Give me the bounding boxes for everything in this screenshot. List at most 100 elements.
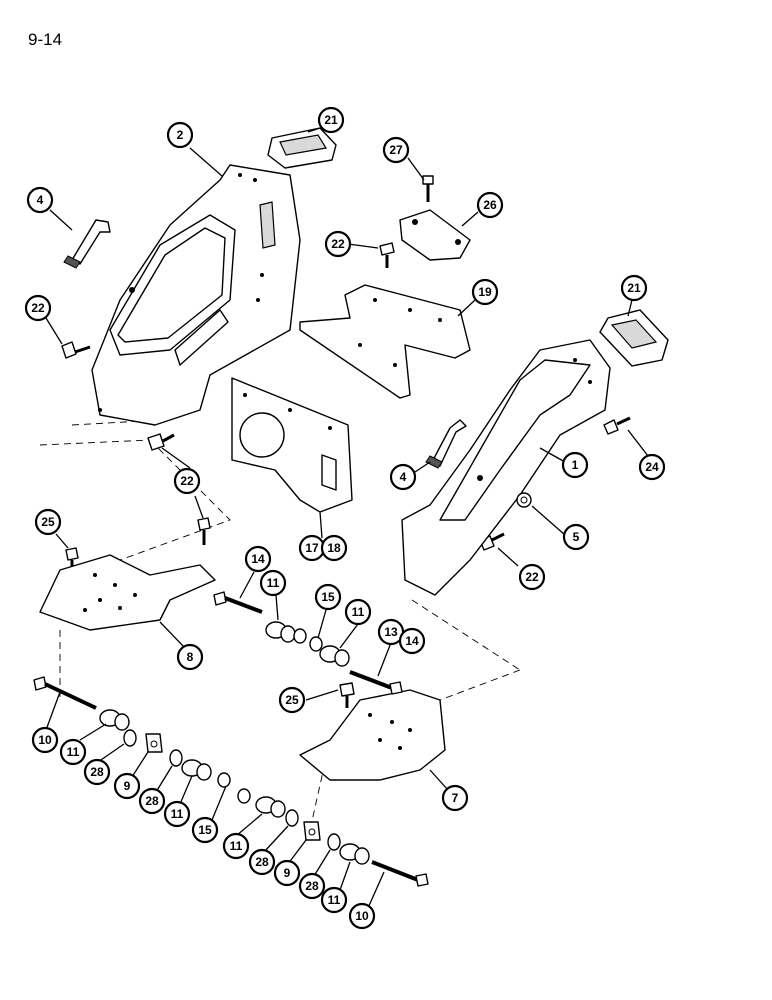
callout: 24: [638, 453, 666, 481]
svg-text:14: 14: [251, 552, 265, 566]
step-plate-part-7: [299, 689, 446, 781]
callout: 19: [471, 278, 499, 306]
callouts: 2 21 27 26 4 22 22 19 21 24 4 1 22 5 25 …: [24, 106, 666, 930]
svg-text:28: 28: [255, 855, 269, 869]
callout: 11: [320, 886, 348, 914]
callout: 22: [173, 467, 201, 495]
callout: 18: [320, 534, 348, 562]
svg-text:9: 9: [124, 779, 131, 793]
seal-part-21-left: [267, 127, 337, 169]
step-plate-part-8: [39, 554, 216, 631]
svg-text:2: 2: [177, 128, 184, 142]
seal-part-21-right: [599, 309, 669, 367]
svg-text:25: 25: [285, 693, 299, 707]
callout: 22: [324, 230, 352, 258]
callout: 10: [31, 726, 59, 754]
screw-part-24: [603, 416, 631, 435]
svg-text:7: 7: [452, 791, 459, 805]
long-bolt-part-10-left: [33, 676, 97, 710]
callout: 10: [348, 902, 376, 930]
bushing-part-11-e: [255, 796, 286, 818]
leader-lines: [45, 127, 649, 909]
screw-part-25-a: [65, 547, 79, 570]
washer-part-15-a: [293, 628, 323, 652]
callout: 14: [244, 545, 272, 573]
bushing-part-11-b: [319, 645, 350, 667]
svg-text:10: 10: [355, 909, 369, 923]
bolt-part-22-b: [61, 341, 91, 359]
svg-text:15: 15: [321, 590, 335, 604]
callout: 11: [259, 569, 287, 597]
callout: 1: [561, 451, 589, 479]
callout: 15: [191, 816, 219, 844]
svg-text:10: 10: [38, 733, 52, 747]
callout: 8: [176, 643, 204, 671]
callout: 4: [26, 186, 54, 214]
washer-part-15-b: [217, 772, 251, 804]
washer-part-28-c: [285, 809, 299, 827]
svg-text:25: 25: [41, 515, 55, 529]
callout: 9: [273, 859, 301, 887]
washer-part-28-d: [327, 833, 341, 851]
callout: 7: [441, 784, 469, 812]
callout: 21: [317, 106, 345, 134]
svg-text:22: 22: [525, 570, 539, 584]
callout: 11: [59, 738, 87, 766]
callout: 11: [344, 598, 372, 626]
bolt-part-22-a: [379, 242, 395, 268]
bushing-part-11-d: [181, 759, 212, 781]
svg-text:26: 26: [483, 198, 497, 212]
svg-text:22: 22: [180, 474, 194, 488]
right-fender-part-1: [401, 339, 611, 596]
callout: 2: [166, 121, 194, 149]
svg-text:5: 5: [573, 530, 580, 544]
svg-text:11: 11: [67, 745, 80, 759]
bushing-part-11-a: [265, 621, 296, 643]
callout: 28: [138, 787, 166, 815]
bolt-part-22-d: [197, 517, 211, 545]
callout: 5: [562, 523, 590, 551]
handle-part-4-right: [425, 419, 467, 469]
svg-text:9: 9: [284, 866, 291, 880]
svg-text:19: 19: [478, 285, 492, 299]
svg-text:11: 11: [352, 605, 365, 619]
callout: 28: [248, 848, 276, 876]
floor-plate-part-19: [299, 284, 471, 399]
callout: 28: [83, 758, 111, 786]
svg-text:18: 18: [327, 541, 341, 555]
bolt-part-22-c: [147, 433, 175, 451]
callout: 25: [278, 686, 306, 714]
callout: 27: [382, 136, 410, 164]
svg-text:27: 27: [389, 143, 403, 157]
svg-text:24: 24: [645, 460, 659, 474]
left-fender-part-2: [91, 164, 301, 426]
svg-text:15: 15: [198, 823, 212, 837]
callout: 11: [163, 800, 191, 828]
callout: 15: [314, 583, 342, 611]
bracket-part-26: [399, 209, 471, 261]
svg-text:4: 4: [400, 470, 407, 484]
clamp-part-9-b: [303, 821, 321, 841]
callout: 4: [389, 463, 417, 491]
svg-text:1: 1: [572, 458, 579, 472]
svg-text:11: 11: [328, 893, 341, 907]
svg-text:21: 21: [627, 281, 641, 295]
svg-text:28: 28: [145, 794, 159, 808]
callout: 26: [476, 191, 504, 219]
nut-part-5: [516, 492, 532, 508]
svg-text:22: 22: [331, 237, 345, 251]
svg-text:11: 11: [171, 807, 184, 821]
svg-text:22: 22: [31, 301, 45, 315]
callout: 17: [298, 534, 326, 562]
callout: 11: [222, 832, 250, 860]
long-bolt-part-10-right: [371, 860, 429, 887]
long-bolt-part-14: [213, 591, 263, 614]
callout: 22: [24, 294, 52, 322]
page-number: 9-14: [28, 30, 63, 49]
callout: 14: [398, 627, 426, 655]
svg-text:11: 11: [230, 839, 243, 853]
svg-text:17: 17: [305, 541, 319, 555]
svg-text:28: 28: [90, 765, 104, 779]
handle-part-4-left: [63, 219, 111, 269]
